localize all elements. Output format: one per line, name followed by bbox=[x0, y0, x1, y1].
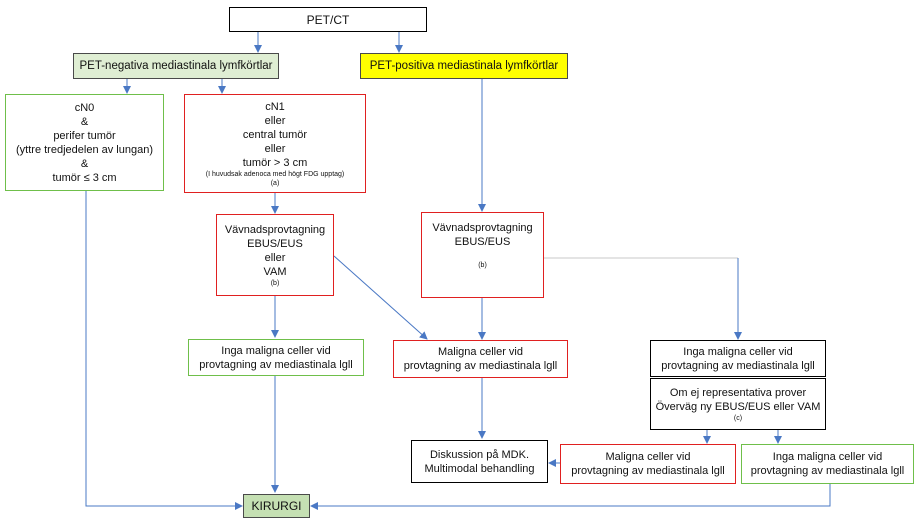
cn1-note: (I huvudsak adenoca med högt FDG upptag) bbox=[205, 170, 345, 178]
malignant-mid-box: Maligna celler vid provtagning av medias… bbox=[393, 340, 568, 378]
cn1-line: central tumör bbox=[242, 128, 308, 141]
no-malignant-right-line: Inga maligna celler vid bbox=[683, 345, 793, 358]
cn0-line: cN0 bbox=[74, 101, 95, 114]
sampling-right-box: Vävnadsprovtagning EBUS/EUS (b) bbox=[421, 212, 544, 298]
representative-line: Överväg ny EBUS/EUS eller VAM bbox=[655, 400, 821, 413]
sampling-left-line: eller bbox=[264, 251, 286, 264]
cn1-box: cN1 eller central tumör eller tumör > 3 … bbox=[184, 94, 366, 193]
cn1-line: tumör > 3 cm bbox=[242, 156, 308, 169]
malignant-mid-line: Maligna celler vid bbox=[438, 346, 523, 358]
malignant-lower-box: Maligna celler vid provtagning av medias… bbox=[560, 444, 736, 484]
cn0-line: & bbox=[80, 115, 89, 128]
cn0-line: & bbox=[80, 157, 89, 170]
surgery-box: KIRURGI bbox=[243, 494, 310, 518]
arrow-no-malignant-lower-to-surgery bbox=[310, 484, 831, 510]
arrow-sampling-left-to-malignant bbox=[333, 255, 428, 340]
no-malignant-left-line: Inga maligna celler vid bbox=[221, 344, 331, 357]
pet-negative-box: PET-negativa mediastinala lymfkörtlar bbox=[73, 53, 279, 79]
pet-positive-label: PET-positiva mediastinala lymfkörtlar bbox=[369, 60, 559, 72]
malignant-lower-line: Maligna celler vid bbox=[605, 451, 691, 463]
cn1-line: cN1 bbox=[265, 100, 285, 113]
pet-ct-box: PET/CT bbox=[229, 7, 427, 32]
sampling-left-line: Vävnadsprovtagning bbox=[224, 223, 326, 236]
representative-line: Om ej representativa prover bbox=[669, 386, 807, 399]
sampling-left-box: Vävnadsprovtagning EBUS/EUS eller VAM (b… bbox=[216, 214, 334, 296]
cn0-line: perifer tumör bbox=[53, 129, 116, 142]
no-malignant-right-box: Inga maligna celler vid provtagning av m… bbox=[650, 340, 826, 377]
no-malignant-lower-line: Inga maligna celler vid bbox=[772, 451, 883, 463]
pet-negative-label: PET-negativa mediastinala lymfkörtlar bbox=[79, 60, 273, 72]
mdk-box: Diskussion på MDK. Multimodal behandling bbox=[411, 440, 548, 483]
no-malignant-left-box: Inga maligna celler vid provtagning av m… bbox=[188, 339, 364, 376]
no-malignant-right-line: provtagning av mediastinala lgll bbox=[661, 359, 815, 372]
pet-ct-label: PET/CT bbox=[306, 12, 350, 27]
sampling-right-line: Vävnadsprovtagning bbox=[432, 222, 533, 234]
mdk-line: Multimodal behandling bbox=[424, 462, 535, 475]
cn0-line: (yttre tredjedelen av lungan) bbox=[16, 143, 153, 156]
surgery-label: KIRURGI bbox=[251, 499, 302, 513]
sampling-left-line: EBUS/EUS bbox=[247, 237, 303, 250]
sampling-left-line: VAM bbox=[263, 265, 287, 278]
cn1-ref: (a) bbox=[270, 179, 280, 187]
arrow-cn0-to-surgery bbox=[85, 191, 243, 510]
no-malignant-lower-box: Inga maligna celler vid provtagning av m… bbox=[741, 444, 914, 484]
pet-positive-box: PET-positiva mediastinala lymfkörtlar bbox=[360, 53, 568, 79]
no-malignant-left-line: provtagning av mediastinala lgll bbox=[199, 358, 353, 371]
cn0-box: cN0 & perifer tumör (yttre tredjedelen a… bbox=[5, 94, 164, 191]
cn1-line: eller bbox=[264, 142, 286, 155]
sampling-right-ref: (b) bbox=[478, 262, 487, 269]
cn0-line: tumör ≤ 3 cm bbox=[52, 171, 117, 184]
representative-ref: (c) bbox=[733, 414, 743, 422]
cn1-line: eller bbox=[264, 114, 286, 127]
sampling-left-ref: (b) bbox=[270, 279, 280, 287]
no-malignant-lower-line: provtagning av mediastinala lgll bbox=[750, 465, 905, 477]
malignant-lower-line: provtagning av mediastinala lgll bbox=[571, 465, 725, 477]
malignant-mid-line: provtagning av mediastinala lgll bbox=[403, 360, 558, 372]
sampling-right-line: EBUS/EUS bbox=[454, 236, 511, 248]
representative-box: Om ej representativa prover Överväg ny E… bbox=[650, 378, 826, 430]
mdk-line: Diskussion på MDK. bbox=[429, 448, 530, 461]
